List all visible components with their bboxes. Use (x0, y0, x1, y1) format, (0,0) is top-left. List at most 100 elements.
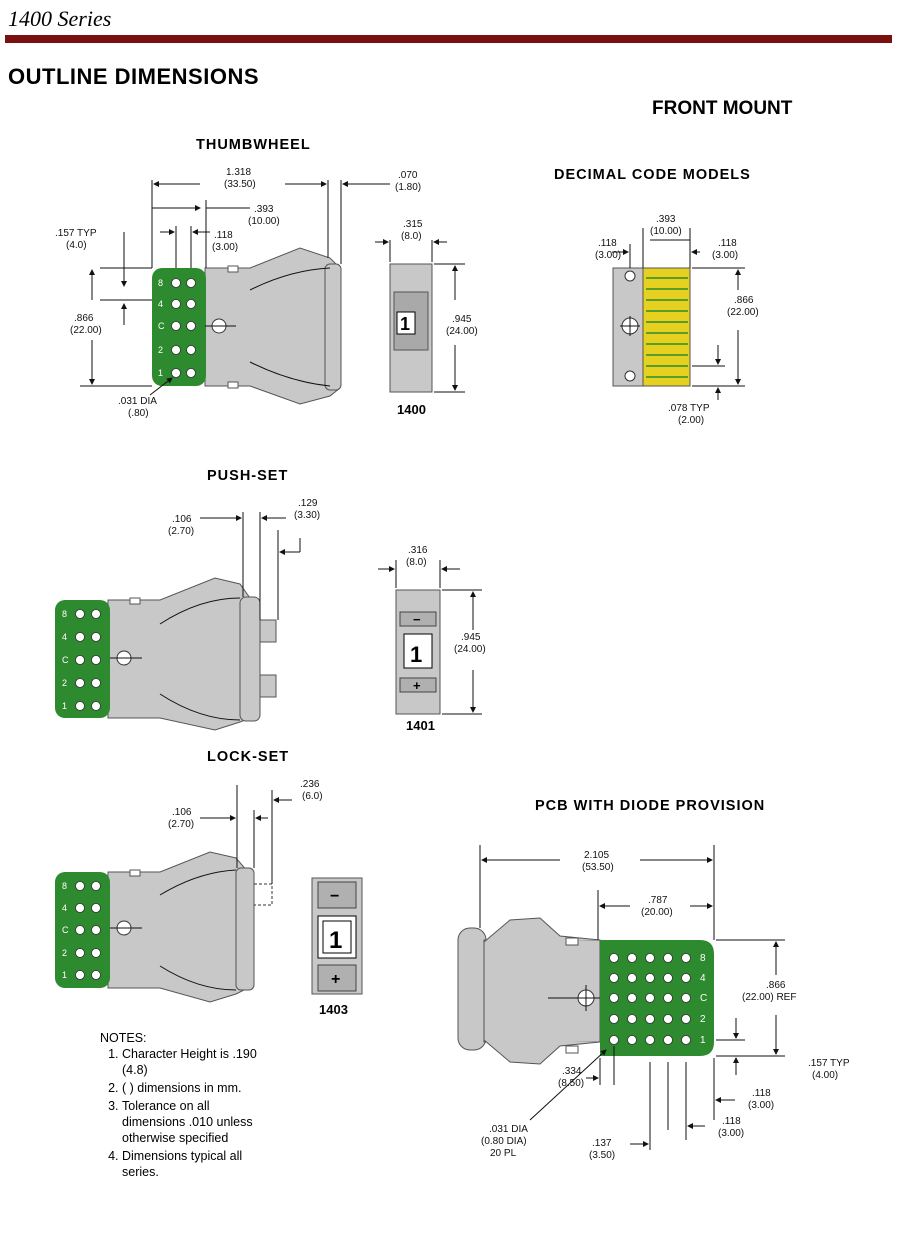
page-title: OUTLINE DIMENSIONS (8, 64, 260, 89)
dim-text: (3.30) (294, 510, 320, 521)
thumbwheel-pads (171, 278, 196, 378)
dim-text: (0.80 DIA) (481, 1136, 527, 1147)
svg-text:C: C (158, 321, 165, 331)
part-number-1403: 1403 (319, 1002, 348, 1017)
dim-text: (22.00) REF (742, 992, 796, 1003)
series-title: 1400 Series (8, 6, 112, 31)
dim-text: (3.00) (718, 1128, 744, 1139)
svg-text:2: 2 (62, 948, 67, 958)
dim-text: (3.00) (748, 1100, 774, 1111)
lockset-front-view: − 1 + (311, 877, 363, 995)
header-rule (5, 35, 892, 43)
dim-text: .106 (172, 514, 192, 525)
dim-text: .118 (718, 238, 737, 249)
dim-text: .393 (656, 214, 676, 225)
svg-text:8: 8 (700, 953, 706, 964)
minus-button-label: − (330, 888, 339, 905)
dim-text: (33.50) (224, 179, 256, 190)
lockset-side-view (55, 851, 273, 1003)
pushset-side-view (55, 577, 277, 731)
dim-text: .129 (298, 498, 318, 509)
dim-text: .393 (254, 204, 274, 215)
dim-text: (24.00) (446, 326, 478, 337)
thumbwheel-dimensions (80, 180, 390, 396)
decimal-code-board (612, 267, 691, 387)
svg-text:4: 4 (700, 973, 706, 984)
note-item: Dimensions typical all series. (122, 1148, 270, 1180)
plus-button-label: + (331, 971, 340, 988)
dim-text: (3.00) (212, 242, 238, 253)
note-item: Tolerance on all dimensions .010 unless … (122, 1098, 270, 1146)
svg-text:1: 1 (62, 970, 67, 980)
svg-text:1: 1 (158, 368, 163, 378)
dim-text: (10.00) (650, 226, 682, 237)
notes-list: Character Height is .190 (4.8) ( ) dimen… (100, 1046, 270, 1180)
svg-text:C: C (62, 655, 69, 665)
svg-text:8: 8 (62, 609, 67, 619)
dim-text: (20.00) (641, 907, 673, 918)
pushset-dimensions (200, 512, 301, 620)
dim-text: (3.00) (712, 250, 738, 261)
thumbwheel-front-view: 1 (375, 239, 465, 393)
dim-text: (3.00) (595, 250, 621, 261)
dim-text: .334 (562, 1066, 582, 1077)
dim-text: (2.70) (168, 526, 194, 537)
pcb-dimensions (479, 845, 785, 1150)
dim-text: .118 (598, 238, 617, 249)
part-number-1400: 1400 (397, 402, 426, 417)
dim-text: (22.00) (70, 325, 102, 336)
notes-title: NOTES: (100, 1031, 147, 1045)
dim-text: 1.318 (226, 167, 251, 178)
dim-text: (22.00) (727, 307, 759, 318)
lockset-label: LOCK-SET (207, 749, 290, 765)
svg-text:4: 4 (62, 632, 67, 642)
pcb-side-view (457, 917, 714, 1065)
dim-text: (3.50) (589, 1150, 615, 1161)
dim-text: .236 (300, 779, 320, 790)
dim-text: .106 (172, 807, 192, 818)
svg-text:C: C (700, 993, 707, 1004)
dim-text: .157 TYP (808, 1058, 850, 1069)
dim-text: .945 (461, 632, 481, 643)
dim-text: (6.0) (302, 791, 323, 802)
svg-text:2: 2 (700, 1014, 706, 1025)
dim-text: .031 DIA (489, 1124, 528, 1135)
svg-text:2: 2 (62, 678, 67, 688)
dim-text: (8.0) (401, 231, 422, 242)
svg-text:2: 2 (158, 345, 163, 355)
dim-text: (8.50) (558, 1078, 584, 1089)
dim-text: .866 (74, 313, 94, 324)
dim-text: .866 (766, 980, 786, 991)
svg-text:1: 1 (700, 1035, 706, 1046)
plus-button-label: + (413, 678, 421, 693)
svg-text:4: 4 (158, 299, 163, 309)
note-item: Character Height is .190 (4.8) (122, 1046, 270, 1078)
dim-text: (2.00) (678, 415, 704, 426)
dim-text: 2.105 (584, 850, 609, 861)
dim-text: (.80) (128, 408, 149, 419)
decimal-dimensions (612, 228, 745, 400)
dim-text: 20 PL (490, 1148, 517, 1159)
pcb-label: PCB WITH DIODE PROVISION (535, 798, 766, 814)
part-number-1401: 1401 (406, 718, 435, 733)
lockset-pads (75, 881, 101, 980)
thumbwheel-label: THUMBWHEEL (196, 137, 311, 153)
dim-text: .157 TYP (55, 228, 97, 239)
dim-text: (8.0) (406, 557, 427, 568)
pcb-pads (609, 953, 691, 1045)
dim-text: .315 (403, 219, 423, 230)
svg-text:1: 1 (62, 701, 67, 711)
dim-text: .070 (398, 170, 418, 181)
svg-text:4: 4 (62, 903, 67, 913)
dim-text: (24.00) (454, 644, 486, 655)
digit-window: 1 (410, 642, 422, 667)
svg-text:C: C (62, 925, 69, 935)
dim-text: .137 (592, 1138, 612, 1149)
lockset-pad-labels: 8 4 C 2 1 (62, 881, 69, 980)
dim-text: .118 (722, 1116, 741, 1127)
dim-text: (4.00) (812, 1070, 838, 1081)
svg-text:8: 8 (62, 881, 67, 891)
dim-text: (53.50) (582, 862, 614, 873)
digit-window: 1 (329, 927, 342, 954)
